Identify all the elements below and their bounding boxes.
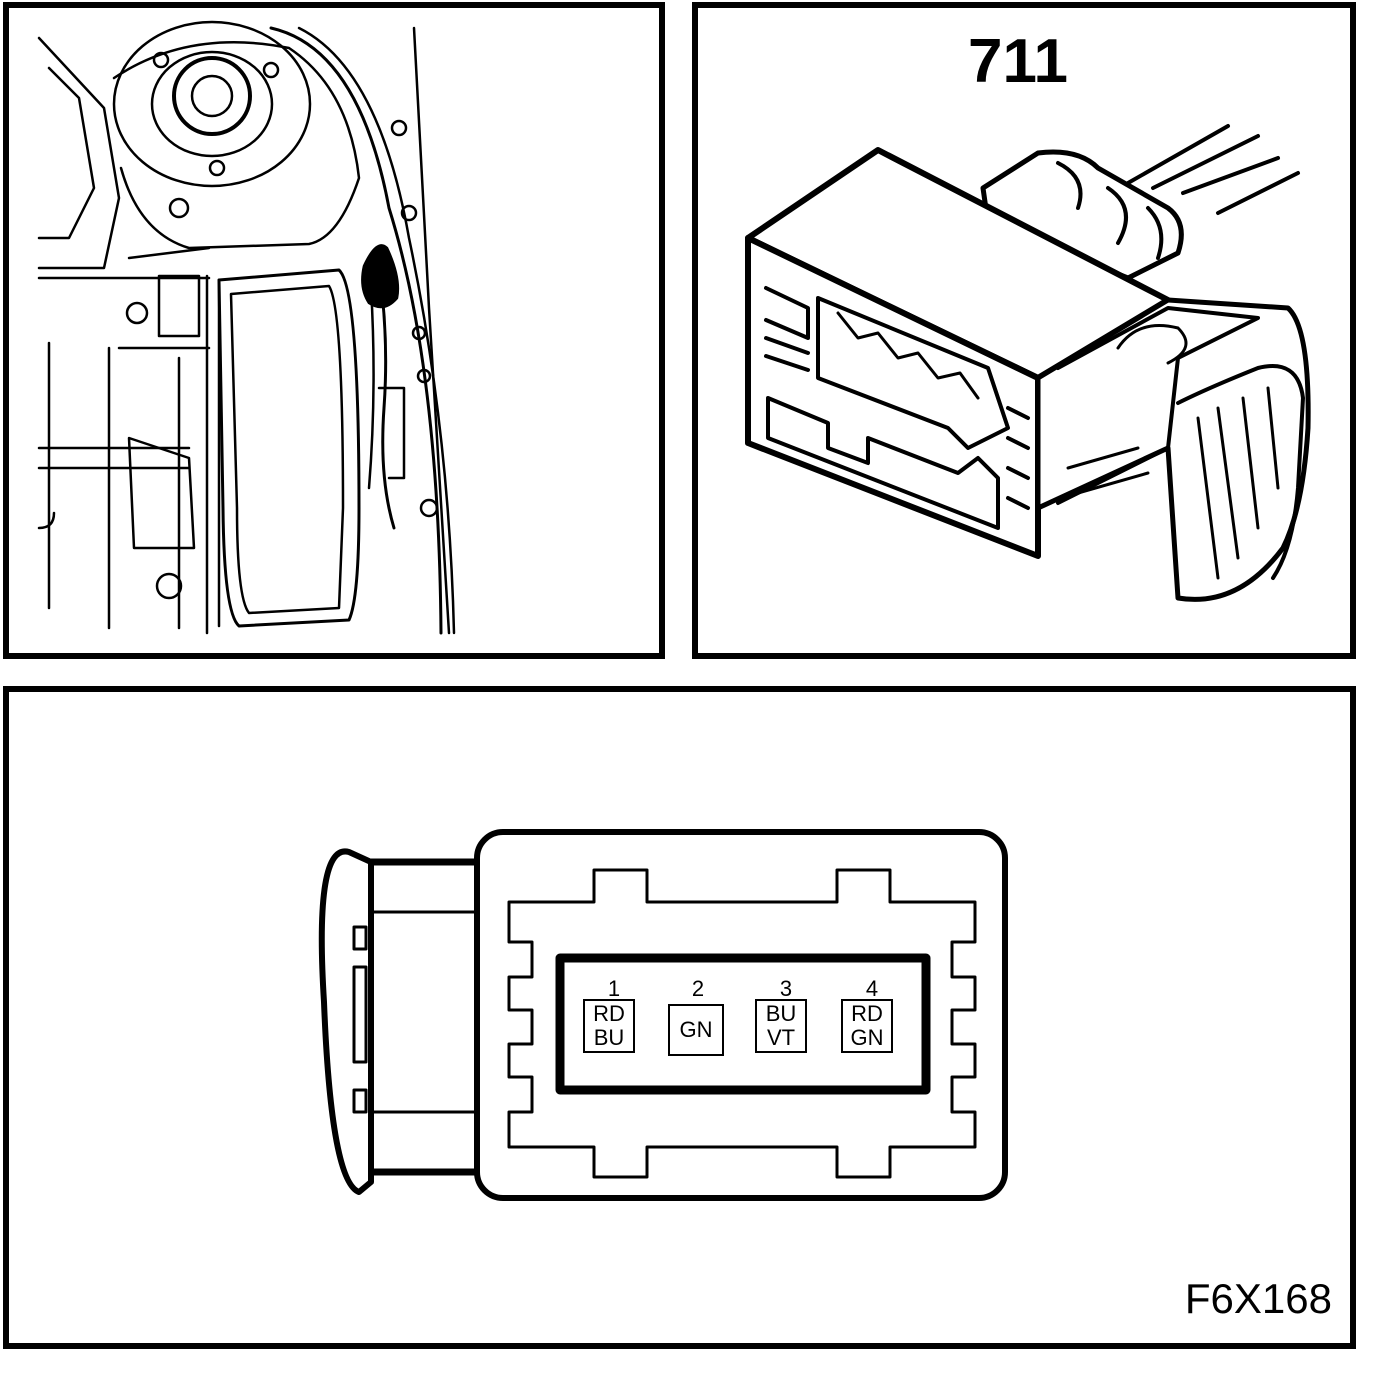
relay-block bbox=[157, 274, 201, 338]
box-edge bbox=[205, 274, 221, 635]
fender-edge bbox=[269, 26, 443, 635]
grip-ridges bbox=[1196, 386, 1280, 580]
bracket-line bbox=[117, 246, 211, 350]
bracket-bolt bbox=[168, 197, 190, 219]
component-line bbox=[47, 341, 181, 630]
rail-hole bbox=[390, 119, 408, 137]
pin-1-wire-color: RD BU bbox=[583, 999, 635, 1053]
latch-window bbox=[1116, 324, 1188, 365]
pin-4-wire-color: RD GN bbox=[841, 999, 893, 1053]
wire-color-code: BU bbox=[765, 1001, 797, 1026]
connector-711-location-marker bbox=[361, 244, 400, 309]
rail-hole bbox=[400, 204, 418, 222]
latch-grip-end bbox=[318, 848, 374, 1195]
wire-color-code: GN bbox=[850, 1025, 884, 1050]
strut-mount bbox=[172, 56, 252, 136]
wire-color-code: RD bbox=[851, 1001, 883, 1026]
rail-hole bbox=[416, 368, 432, 384]
cavity-teeth bbox=[836, 311, 980, 400]
pin-number: 1 bbox=[607, 976, 621, 1001]
component-outline bbox=[37, 36, 121, 270]
connector-number: 711 bbox=[968, 27, 1069, 96]
cavity-guides bbox=[764, 286, 810, 372]
location-view-panel bbox=[3, 2, 665, 659]
wire-harness bbox=[367, 286, 375, 490]
latch-tab bbox=[352, 925, 368, 951]
wire-color-code: GN bbox=[679, 1017, 713, 1042]
latch-tab bbox=[352, 1088, 368, 1114]
wire-color-code: BU bbox=[593, 1025, 625, 1050]
lower-latch-channel bbox=[766, 396, 1000, 530]
latch-grip bbox=[1176, 364, 1305, 580]
connector-drawing bbox=[745, 124, 1311, 602]
strut-housing bbox=[112, 41, 361, 250]
wire-seal-boot bbox=[980, 149, 1184, 281]
wire-leads bbox=[1126, 124, 1300, 215]
component-line bbox=[37, 276, 211, 470]
strut-bolt bbox=[152, 51, 170, 69]
terminal-cavities bbox=[816, 296, 1010, 450]
wire-color-code: RD bbox=[593, 1001, 625, 1026]
battery-box-inner bbox=[229, 284, 345, 615]
battery-box bbox=[217, 268, 361, 628]
module-box bbox=[127, 436, 196, 550]
ground-bolt bbox=[155, 572, 183, 600]
body-rail bbox=[412, 26, 451, 635]
rail-hole bbox=[419, 498, 439, 518]
housing-inner-profile bbox=[507, 868, 977, 1179]
boot-ribs bbox=[1056, 161, 1164, 260]
pin-3-wire-color: BU VT bbox=[755, 999, 807, 1053]
pin-number: 3 bbox=[779, 976, 793, 1001]
bolt-head bbox=[125, 301, 149, 325]
connector-view-panel: 711 bbox=[692, 2, 1356, 659]
cable-curve bbox=[37, 511, 56, 530]
strut-tower-mid bbox=[150, 50, 274, 158]
wire-harness bbox=[377, 266, 396, 530]
key-ribs bbox=[1006, 406, 1030, 510]
latch-tab bbox=[352, 965, 368, 1064]
latch-detail bbox=[1066, 446, 1150, 495]
fender-inner bbox=[297, 26, 456, 635]
pin-2-wire-color: GN bbox=[668, 1004, 724, 1056]
connector-face-drawing bbox=[318, 829, 1008, 1201]
strut-tower-outer bbox=[112, 20, 312, 188]
housing-outer bbox=[474, 829, 1008, 1201]
strut-bolt bbox=[208, 159, 226, 177]
latch-edge-lines bbox=[371, 910, 479, 1114]
latch-arm bbox=[1056, 306, 1260, 505]
housing-front bbox=[745, 235, 1041, 559]
terminal-window bbox=[555, 953, 931, 1095]
component-outline bbox=[37, 66, 96, 240]
pinout-view-panel: 1 RD BU 2 GN 3 BU VT 4 RD GN F6X168 bbox=[3, 686, 1356, 1349]
latch-body bbox=[371, 858, 483, 1176]
strut-mount-center bbox=[190, 74, 234, 118]
pin-number: 2 bbox=[691, 976, 705, 1001]
strut-bolt bbox=[262, 61, 280, 79]
wire-color-code: VT bbox=[766, 1025, 796, 1050]
engine-bay-drawing bbox=[37, 20, 456, 635]
figure-code: F6X168 bbox=[1184, 1275, 1332, 1322]
rail-hole bbox=[411, 325, 427, 341]
harness-clip bbox=[377, 386, 406, 480]
pin-number: 4 bbox=[865, 976, 879, 1001]
